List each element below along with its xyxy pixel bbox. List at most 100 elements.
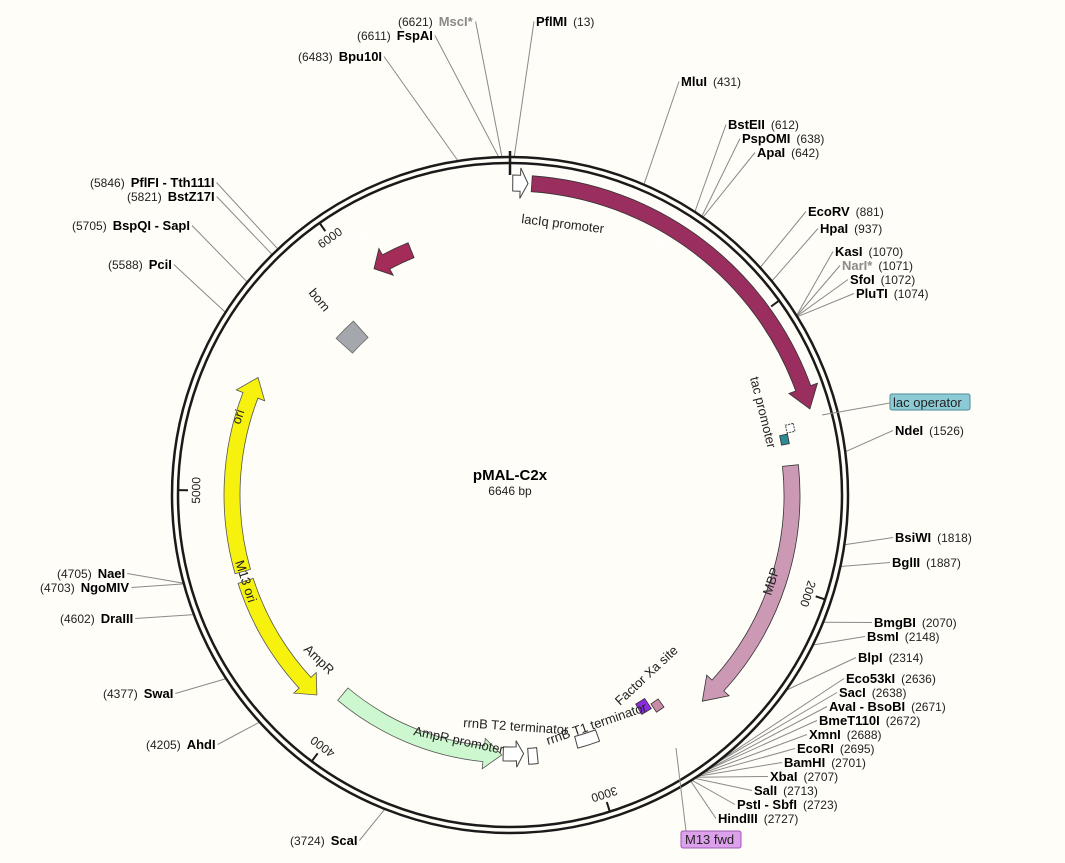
site-label-bsmI[interactable]: BsmI(2148) <box>867 629 939 644</box>
site-label-scaI[interactable]: (3724)ScaI <box>290 833 357 848</box>
m13-fwd-leader <box>675 747 687 832</box>
site-label-eco53kI[interactable]: Eco53kI(2636) <box>846 671 936 686</box>
leader-avaI <box>705 706 828 772</box>
leader-narI <box>796 265 841 317</box>
leader-pstI <box>691 779 736 805</box>
leader-ndeI <box>844 430 894 453</box>
leader-pflFI <box>216 182 279 250</box>
ampr-promoter-arrow[interactable] <box>502 740 525 768</box>
site-label-bpu10I[interactable]: (6483)Bpu10I <box>298 49 382 64</box>
site-label-fspAI[interactable]: (6611)FspAI <box>357 28 433 43</box>
site-label-pspOMI[interactable]: PspOMI(638) <box>742 131 824 146</box>
m13-ori-arrow[interactable] <box>237 577 318 696</box>
site-label-xmnI[interactable]: XmnI(2688) <box>809 727 881 742</box>
leader-mluI <box>643 81 680 185</box>
lac-operator-tag-box <box>889 393 971 411</box>
leader-pciI <box>173 264 226 313</box>
m13-fwd-tag-label: M13 fwd <box>685 832 734 847</box>
restriction-site-labels: (6621)MscI* (6611)FspAI (6483)Bpu10I Pfl… <box>40 14 972 848</box>
leader-hindIII <box>690 780 717 819</box>
site-label-bstZ17I[interactable]: (5821)BstZ17I <box>127 189 215 204</box>
site-label-mluI[interactable]: MluI(431) <box>681 74 741 89</box>
site-label-hpaI[interactable]: HpaI(937) <box>820 221 882 236</box>
site-label-xbaI[interactable]: XbaI(2707) <box>770 769 838 784</box>
site-label-avaI[interactable]: AvaI - BsoBI(2671) <box>829 699 946 714</box>
site-label-bsiWI[interactable]: BsiWI(1818) <box>895 530 972 545</box>
leader-apaI <box>702 152 756 218</box>
lac-operator-leader <box>821 402 891 416</box>
leader-xbaI <box>695 776 769 778</box>
site-label-pciI[interactable]: (5588)PciI <box>108 257 172 272</box>
site-label-narI[interactable]: NarI*(1071) <box>842 258 913 273</box>
tac-promoter-mark[interactable] <box>784 422 796 434</box>
site-label-sfoI[interactable]: SfoI(1072) <box>850 272 915 287</box>
leader-naeI <box>127 573 184 584</box>
site-label-bstEII[interactable]: BstEII(612) <box>728 117 799 132</box>
site-label-sacI[interactable]: SacI(2638) <box>839 685 906 700</box>
leader-ahdI <box>217 721 260 745</box>
site-label-swaI[interactable]: (4377)SwaI <box>103 686 173 701</box>
leader-eco53kI <box>714 678 845 765</box>
site-label-ngoMIV[interactable]: (4703)NgoMIV <box>40 580 129 595</box>
rrnb-t2-terminator[interactable] <box>527 747 539 765</box>
leader-sfoI <box>796 279 849 317</box>
site-label-blpI[interactable]: BlpI(2314) <box>858 650 923 665</box>
factor-xa-site-mark[interactable] <box>650 698 665 713</box>
m13-fwd-tag[interactable]: M13 fwd <box>680 830 742 849</box>
leader-ecoRI <box>698 748 796 776</box>
site-label-pluTI[interactable]: PluTI(1074) <box>856 286 928 301</box>
leader-draIII <box>135 614 194 619</box>
site-label-pflFI[interactable]: (5846)PflFI - Tth111I <box>90 175 214 190</box>
leader-bstZ17I <box>216 196 273 256</box>
site-label-ecoRI[interactable]: EcoRI(2695) <box>797 741 875 756</box>
leader-mscI <box>475 21 503 158</box>
tick-label-5000: 5000 <box>189 477 203 504</box>
tick-mark-1000 <box>770 299 780 308</box>
site-label-bspQI[interactable]: (5705)BspQI - SapI <box>72 218 190 233</box>
lac-operator-mark[interactable] <box>779 433 790 446</box>
site-label-hindIII[interactable]: HindIII(2727) <box>718 811 798 826</box>
site-label-bmeT110I[interactable]: BmeT110I(2672) <box>819 713 920 728</box>
rrnb-t1-terminator[interactable] <box>574 729 601 749</box>
m13-fwd-tag-box <box>680 830 742 849</box>
leader-bstEII <box>694 124 727 213</box>
site-label-apaI[interactable]: ApaI(642) <box>757 145 819 160</box>
m13-fwd-mark[interactable] <box>635 697 652 715</box>
tick-mark-4000 <box>310 752 319 762</box>
site-label-mscI[interactable]: (6621)MscI* <box>398 14 474 29</box>
leader-fspAI <box>434 35 500 158</box>
site-label-draIII[interactable]: (4602)DraIII <box>60 611 133 626</box>
leader-bpu10I <box>383 56 459 162</box>
leader-hpaI <box>771 228 819 282</box>
ampr-arrow[interactable] <box>337 687 503 770</box>
site-label-salI[interactable]: SalI(2713) <box>754 783 818 798</box>
lac-operator-tag[interactable]: lac operator <box>889 393 971 411</box>
laciq-promoter-arrow[interactable] <box>512 167 529 199</box>
laci-arrow[interactable] <box>530 175 819 410</box>
plasmid-name: pMAL-C2x <box>473 467 548 484</box>
tick-mark-2000 <box>815 595 826 601</box>
site-label-bamHI[interactable]: BamHI(2701) <box>784 755 866 770</box>
leader-xmnI <box>700 734 808 775</box>
leader-scaI <box>359 808 386 841</box>
leader-bsiWI <box>844 537 894 546</box>
rop-arrow[interactable] <box>373 242 415 277</box>
bom-box[interactable] <box>335 320 369 354</box>
site-label-bglII[interactable]: BglII(1887) <box>892 555 961 570</box>
leader-salI <box>694 777 753 791</box>
ori-arrow[interactable] <box>223 376 266 575</box>
site-label-bmgBI[interactable]: BmgBI(2070) <box>874 615 957 630</box>
site-label-naeI[interactable]: (4705)NaeI <box>57 566 125 581</box>
mbp-arrow[interactable] <box>701 464 801 702</box>
site-label-pflMI[interactable]: PflMI(13) <box>536 14 594 29</box>
leader-sacI <box>713 692 838 766</box>
site-label-ecoRV[interactable]: EcoRV(881) <box>808 204 884 219</box>
site-label-kasI[interactable]: KasI(1070) <box>835 244 903 259</box>
ori-label: ori <box>229 407 248 425</box>
site-label-pstI[interactable]: PstI - SbfI(2723) <box>737 797 838 812</box>
leader-ngoMIV <box>131 583 184 588</box>
leader-pspOMI <box>701 138 741 217</box>
site-label-ahdI[interactable]: (4205)AhdI <box>146 737 216 752</box>
site-label-ndeI[interactable]: NdeI(1526) <box>895 423 964 438</box>
